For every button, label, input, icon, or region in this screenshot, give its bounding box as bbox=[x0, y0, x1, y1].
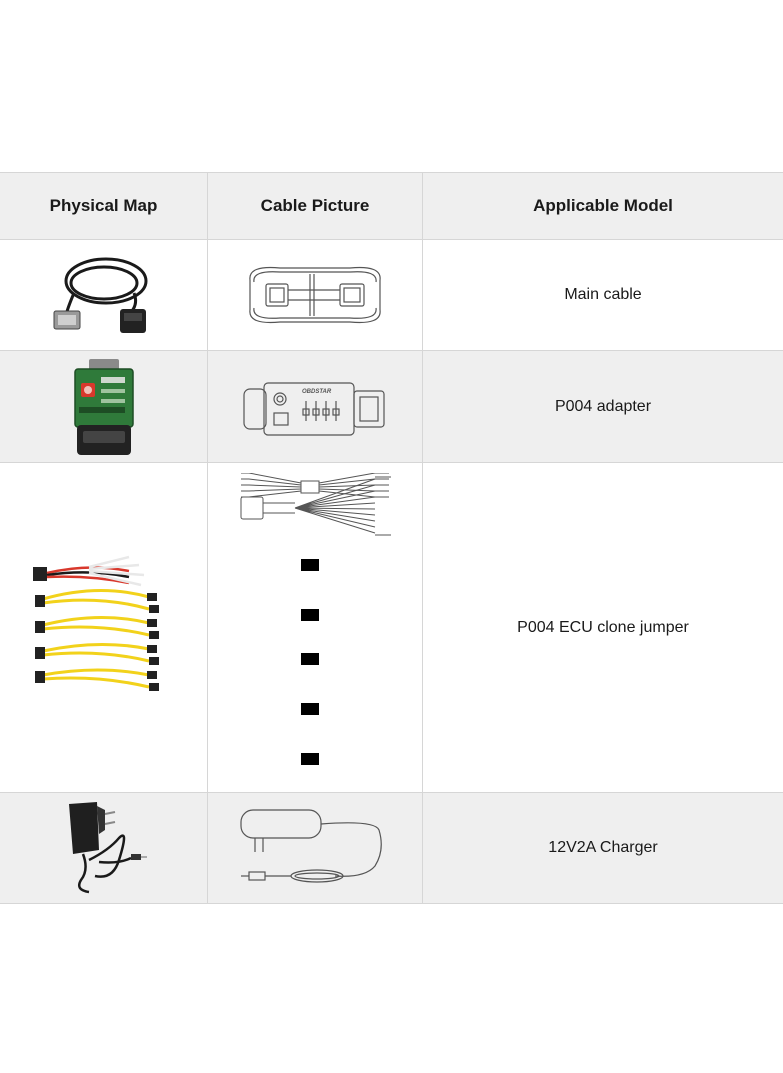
charger-photo-icon bbox=[68, 802, 147, 894]
table-row: 12V2A Charger bbox=[0, 793, 783, 904]
table-header-row: Physical Map Cable Picture Applicable Mo… bbox=[0, 173, 783, 240]
table-row: Main cable bbox=[0, 240, 783, 351]
model-name: P004 ECU clone jumper bbox=[517, 618, 689, 636]
physical-map-cell bbox=[0, 463, 208, 792]
jumper-drawing-icon bbox=[240, 472, 391, 769]
physical-map-cell bbox=[0, 793, 208, 903]
header-applicable-model: Applicable Model bbox=[533, 196, 673, 215]
applicable-model-cell: P004 adapter bbox=[423, 351, 783, 462]
cable-picture-cell: OBDSTAR bbox=[208, 351, 423, 462]
cable-drawing-icon bbox=[249, 266, 381, 324]
jumper-photo-icon bbox=[32, 555, 159, 691]
header-cable-picture: Cable Picture bbox=[208, 173, 423, 239]
table-row: OBDSTAR P004 adapter bbox=[0, 351, 783, 463]
charger-drawing-icon bbox=[240, 809, 382, 883]
model-name: 12V2A Charger bbox=[548, 839, 658, 856]
model-name: P004 adapter bbox=[554, 397, 652, 415]
header-physical-map: Physical Map bbox=[0, 173, 208, 239]
physical-map-cell bbox=[0, 351, 208, 462]
cable-picture-cell bbox=[208, 463, 423, 792]
table-row: P004 ECU clone jumper bbox=[0, 463, 783, 793]
accessory-table: Physical Map Cable Picture Applicable Mo… bbox=[0, 172, 783, 904]
applicable-model-cell: Main cable bbox=[423, 240, 783, 350]
applicable-model-cell: 12V2A Charger bbox=[423, 793, 783, 903]
cable-photo-icon bbox=[53, 257, 147, 333]
cable-picture-cell bbox=[208, 793, 423, 903]
svg-text:OBDSTAR: OBDSTAR bbox=[302, 389, 332, 395]
physical-map-cell bbox=[0, 240, 208, 350]
applicable-model-cell: P004 ECU clone jumper bbox=[423, 463, 783, 792]
cable-picture-cell bbox=[208, 240, 423, 350]
adapter-drawing-icon: OBDSTAR bbox=[243, 381, 385, 436]
adapter-photo-icon bbox=[73, 358, 134, 455]
model-name: Main cable bbox=[564, 286, 642, 303]
